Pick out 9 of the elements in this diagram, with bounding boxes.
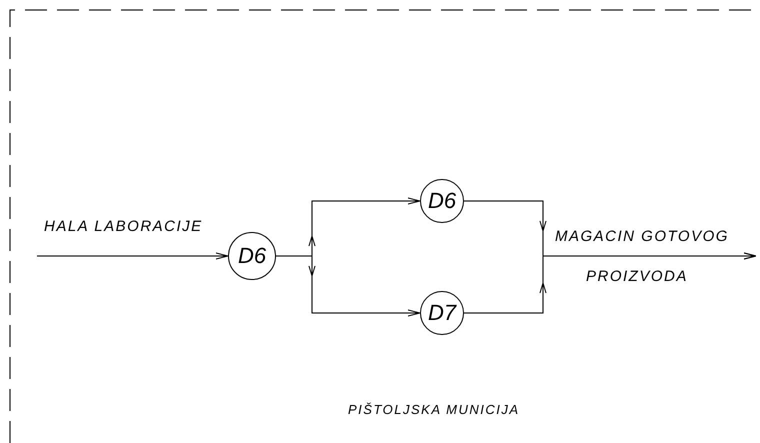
station-label: D7 [428, 300, 456, 326]
station-label: D6 [428, 188, 456, 214]
station-circle [420, 179, 464, 223]
flow-arrow [464, 252, 756, 314]
station-circle [228, 232, 276, 280]
station-circle [420, 291, 464, 335]
flow-arrow [276, 256, 420, 316]
flow-arrow [36, 252, 228, 260]
station-label: D6 [238, 243, 266, 269]
